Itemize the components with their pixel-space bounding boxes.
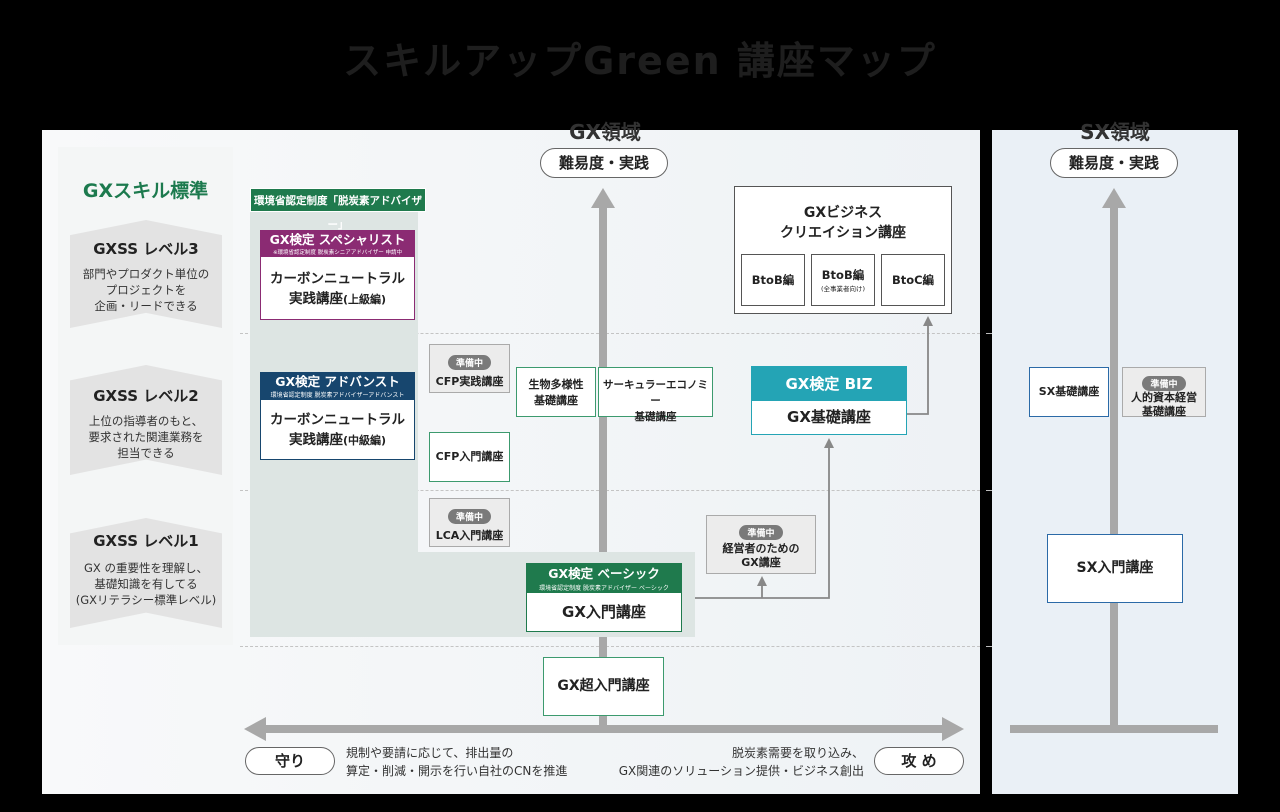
preparing-badge: 準備中 — [739, 525, 783, 540]
level1-name: GXSS レベル1 — [93, 532, 199, 550]
lca-intro-course[interactable]: 準備中 LCA入門講座 — [429, 498, 510, 547]
biodiversity-line1: 生物多様性 — [528, 378, 584, 391]
executive-line1: 経営者のための — [722, 542, 800, 555]
human-capital-line2: 基礎講座 — [1142, 405, 1186, 418]
specialist-header: GX検定 スペシャリスト — [261, 231, 414, 249]
specialist-course-line1: カーボンニュートラル — [270, 271, 405, 287]
preparing-badge: 準備中 — [447, 355, 491, 370]
sx-basic-course[interactable]: SX基礎講座 — [1029, 367, 1109, 417]
basic-course: GX入門講座 — [562, 603, 646, 621]
basic-course-card[interactable]: GX検定 ベーシック 環境省認定制度 脱炭素アドバイザー ベーシック GX入門講… — [526, 563, 682, 632]
gx-business-title-line2: クリエイション講座 — [780, 225, 906, 241]
executive-gx-course[interactable]: 準備中 経営者のための GX講座 — [706, 515, 816, 574]
basic-header: GX検定 ベーシック — [527, 564, 681, 584]
basic-subheader: 環境省認定制度 脱炭素アドバイザー ベーシック — [527, 584, 681, 593]
gx-axis-label: 難易度・実践 — [540, 148, 668, 178]
env-certification-label: 環境省認定制度「脱炭素アドバイザー」 — [250, 188, 426, 231]
level3-description: 部門やプロダクト単位の プロジェクトを 企画・リードできる — [82, 267, 210, 313]
cfp-practice-course[interactable]: 準備中 CFP実践講座 — [429, 344, 510, 393]
circular-line1: サーキュラーエコノミー — [603, 379, 708, 407]
circular-economy-course[interactable]: サーキュラーエコノミー 基礎講座 — [598, 367, 713, 423]
level-tick — [986, 333, 992, 334]
human-capital-line1: 人的資本経営 — [1131, 391, 1197, 404]
offense-description: 脱炭素需要を取り込み、 GX関連のソリューション提供・ビジネス創出 — [618, 746, 864, 778]
specialist-course-card[interactable]: GX検定 スペシャリスト ※環境省認定制度 脱炭素シニアアドバイザー 申請中 カ… — [260, 230, 415, 320]
cfp-intro-course[interactable]: CFP入門講座 — [429, 432, 510, 482]
level1-chevron — [70, 518, 222, 628]
specialist-course-suffix: (上級編) — [342, 293, 387, 306]
level-divider — [240, 646, 980, 647]
cfp-practice-label: CFP実践講座 — [435, 375, 504, 388]
advanced-header: GX検定 アドバンスト — [261, 373, 414, 391]
gx-biz-header: GX検定 BIZ — [752, 367, 906, 401]
lca-intro-label: LCA入門講座 — [435, 529, 504, 542]
gx-super-intro-course[interactable]: GX超入門講座 — [543, 657, 664, 716]
gx-business-title-line1: GXビジネス — [803, 205, 883, 221]
circular-line2: 基礎講座 — [634, 411, 677, 423]
advanced-course-line1: カーボンニュートラル — [270, 412, 405, 428]
advanced-course-line2: 実践講座 — [288, 432, 343, 448]
defense-description: 規制や要請に応じて、排出量の 算定・削減・開示を行い自社のCNを推進 — [346, 746, 568, 778]
level2-chevron — [70, 365, 222, 475]
btob-all-course[interactable]: BtoB編 (全事業者向け) — [811, 254, 875, 306]
preparing-badge: 準備中 — [447, 509, 491, 524]
offense-label: 攻 め — [874, 747, 964, 775]
level-divider — [240, 490, 980, 491]
biodiversity-course[interactable]: 生物多様性 基礎講座 — [516, 367, 596, 417]
level3-name: GXSS レベル3 — [93, 240, 199, 258]
level-tick — [986, 646, 992, 647]
btob-all-label: BtoB編 — [821, 268, 865, 282]
human-capital-course[interactable]: 準備中 人的資本経営 基礎講座 — [1122, 367, 1206, 418]
biodiversity-line2: 基礎講座 — [534, 394, 578, 407]
advanced-subheader: 環境省認定制度 脱炭素アドバイザーアドバンスト — [261, 391, 414, 400]
gx-skill-standard-title: GXスキル標準 — [82, 180, 209, 202]
preparing-badge: 準備中 — [1142, 376, 1186, 391]
specialist-course-line2: 実践講座 — [288, 291, 343, 307]
sx-region-title: SX領域 — [1080, 120, 1150, 144]
gx-biz-course: GX基礎講座 — [787, 408, 871, 426]
left-arrowhead — [244, 717, 266, 741]
advanced-course-suffix: (中級編) — [342, 434, 387, 447]
advanced-course-card[interactable]: GX検定 アドバンスト 環境省認定制度 脱炭素アドバイザーアドバンスト カーボン… — [260, 372, 415, 460]
gx-axis-arrowhead — [591, 188, 615, 208]
level3-chevron — [70, 220, 222, 328]
level-tick — [986, 490, 992, 491]
executive-line2: GX講座 — [741, 556, 781, 569]
gx-region-title: GX領域 — [569, 120, 641, 144]
level1-description: GX の重要性を理解し、 基礎知識を有してる (GXリテラシー標準レベル) — [75, 561, 217, 607]
sx-intro-course[interactable]: SX入門講座 — [1047, 534, 1183, 603]
defense-label: 守り — [245, 747, 335, 775]
btoc-course[interactable]: BtoC編 — [881, 254, 945, 306]
btob-course[interactable]: BtoB編 — [741, 254, 805, 306]
sx-axis-arrowhead — [1102, 188, 1126, 208]
sx-axis-label: 難易度・実践 — [1050, 148, 1178, 178]
level2-name: GXSS レベル2 — [93, 387, 199, 405]
level-divider — [240, 333, 980, 334]
gx-biz-course-card[interactable]: GX検定 BIZ GX基礎講座 — [751, 366, 907, 435]
level2-description: 上位の指導者のもと、 要求された関連業務を 担当できる — [88, 414, 204, 460]
right-arrowhead — [942, 717, 964, 741]
page-title: スキルアップGreen 講座マップ — [343, 39, 937, 83]
btob-all-sub: (全事業者向け) — [820, 285, 866, 293]
specialist-subheader: ※環境省認定制度 脱炭素シニアアドバイザー 申請中 — [261, 249, 414, 257]
